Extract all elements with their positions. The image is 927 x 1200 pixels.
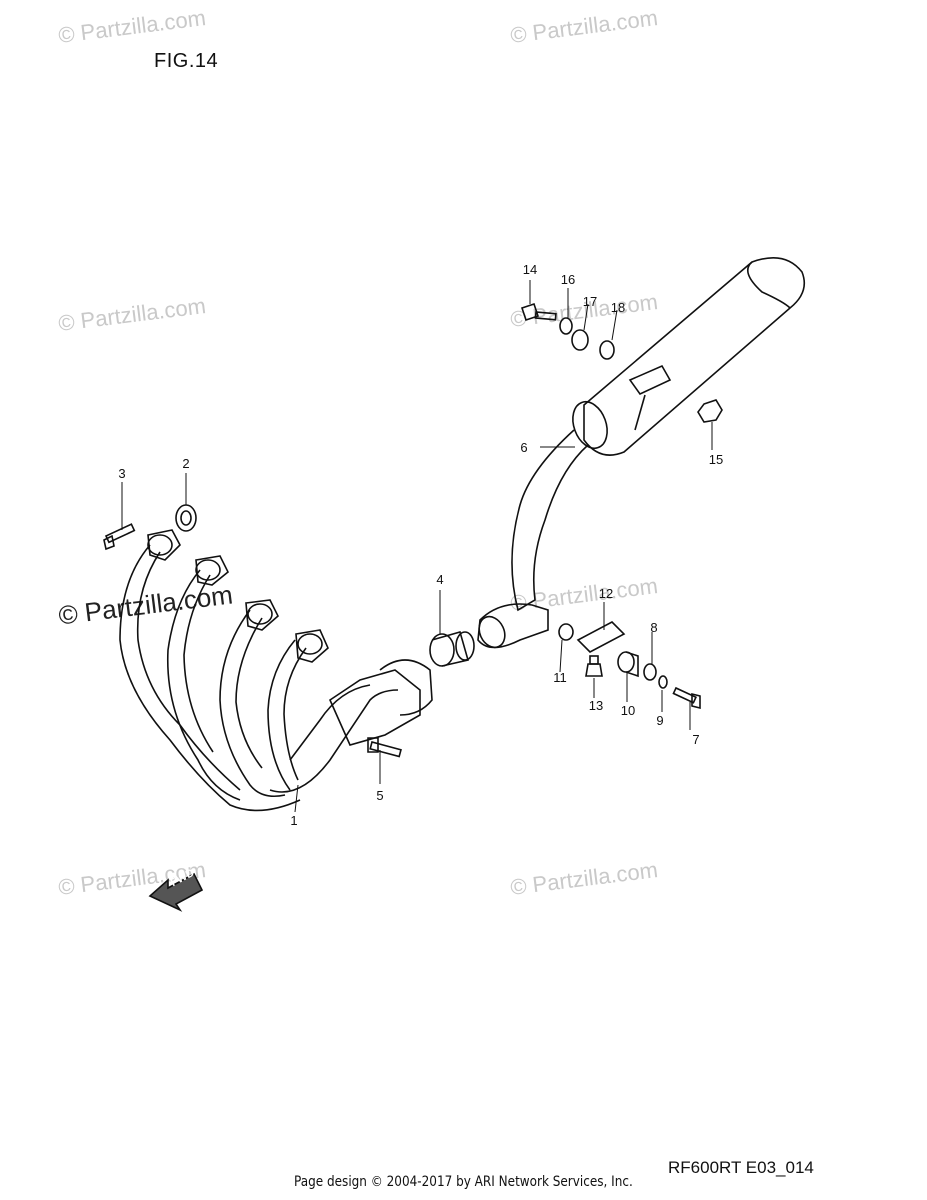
washer-part-16[interactable] bbox=[559, 317, 573, 335]
bolt-part-11[interactable] bbox=[558, 623, 574, 641]
callout-16: 16 bbox=[560, 272, 576, 287]
callout-11: 11 bbox=[553, 670, 567, 685]
callout-13: 13 bbox=[588, 698, 604, 713]
muffler-part-6[interactable] bbox=[474, 256, 806, 652]
bush-part-10[interactable] bbox=[617, 651, 639, 678]
washer-part-18[interactable] bbox=[599, 340, 615, 360]
callout-12: 12 bbox=[598, 586, 614, 601]
bolt-part-7[interactable] bbox=[672, 686, 701, 710]
washer-part-8[interactable] bbox=[643, 663, 657, 681]
callout-15: 15 bbox=[708, 452, 724, 467]
callout-7: 7 bbox=[692, 732, 700, 747]
callout-17: 17 bbox=[582, 294, 598, 309]
callout-5: 5 bbox=[376, 788, 384, 803]
bracket-part-12[interactable] bbox=[576, 621, 626, 653]
nut-part-13[interactable] bbox=[585, 655, 603, 677]
bolt-part-3[interactable] bbox=[103, 523, 136, 551]
fwd-arrow-icon bbox=[148, 872, 204, 912]
header-pipes-part-1[interactable] bbox=[119, 529, 433, 812]
callout-6: 6 bbox=[520, 440, 528, 455]
callout-10: 10 bbox=[620, 703, 636, 718]
figure-title: FIG.14 bbox=[154, 50, 219, 72]
callout-8: 8 bbox=[650, 620, 658, 635]
callout-3: 3 bbox=[118, 466, 126, 481]
callout-9: 9 bbox=[656, 713, 664, 728]
callout-1: 1 bbox=[290, 813, 298, 828]
callout-14: 14 bbox=[522, 262, 538, 277]
bolt-part-14[interactable] bbox=[520, 302, 557, 322]
bush-part-17[interactable] bbox=[571, 329, 589, 351]
connector-part-4[interactable] bbox=[429, 631, 475, 667]
callout-4: 4 bbox=[436, 572, 444, 587]
callout-2: 2 bbox=[182, 456, 190, 471]
diagram-code: RF600RT E03_014 bbox=[668, 1158, 814, 1177]
washer-part-9[interactable] bbox=[658, 675, 668, 689]
callout-18: 18 bbox=[610, 300, 626, 315]
nut-part-15[interactable] bbox=[697, 399, 723, 423]
footer-copyright: Page design © 2004-2017 by ARI Network S… bbox=[294, 1174, 633, 1190]
bolt-part-5[interactable] bbox=[367, 737, 402, 758]
